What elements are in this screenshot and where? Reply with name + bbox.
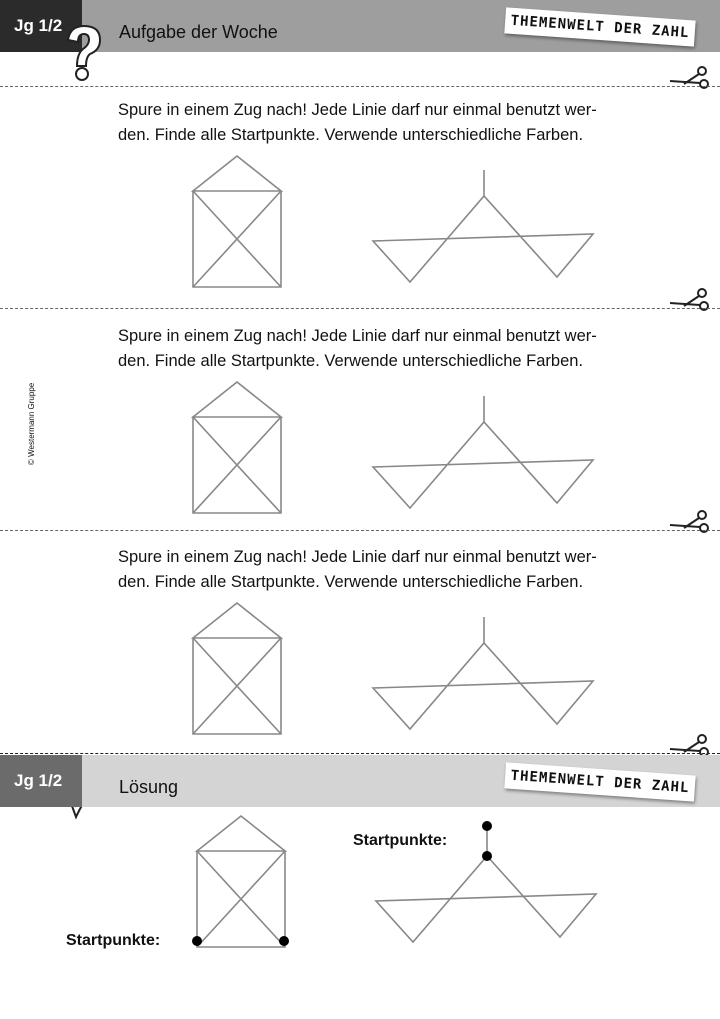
instruction-line: den. Finde alle Startpunkte. Verwende un…: [118, 126, 584, 144]
header-band: Jg 1/2 Aufgabe der Woche THEMENWELT DER …: [0, 0, 720, 52]
instruction-line: den. Finde alle Startpunkte. Verwende un…: [118, 352, 584, 370]
task-instruction: Spure in einem Zug nach! Jede Linie darf…: [118, 324, 658, 374]
startpoints-label: Startpunkte:: [66, 932, 161, 949]
grade-badge: Jg 1/2: [0, 0, 82, 52]
start-point-dot: [279, 936, 289, 946]
solution-title: Lösung: [119, 777, 179, 797]
scissors-icon: [669, 66, 709, 89]
page-title: Aufgabe der Woche: [119, 22, 278, 42]
house-figure: [190, 154, 284, 288]
start-point-dot: [482, 821, 492, 831]
cut-line: [0, 753, 720, 754]
house-figure: [190, 380, 284, 514]
instruction-line: Spure in einem Zug nach! Jede Linie darf…: [118, 548, 597, 566]
question-mark-icon: [66, 24, 102, 81]
triangle-figure: [371, 396, 595, 510]
task-instruction: Spure in einem Zug nach! Jede Linie darf…: [118, 545, 658, 595]
triangle-figure: [371, 170, 595, 284]
cut-line: [0, 308, 720, 309]
scissors-icon: [669, 510, 709, 533]
scissors-icon: [669, 734, 709, 757]
house-figure: [194, 814, 288, 948]
scissors-icon: [669, 288, 709, 311]
instruction-line: Spure in einem Zug nach! Jede Linie darf…: [118, 101, 597, 119]
cut-line: [0, 530, 720, 531]
start-point-dot: [192, 936, 202, 946]
house-figure: [190, 601, 284, 735]
start-point-dot: [482, 851, 492, 861]
task-instruction: Spure in einem Zug nach! Jede Linie darf…: [118, 98, 658, 148]
instruction-line: Spure in einem Zug nach! Jede Linie darf…: [118, 327, 597, 345]
instruction-line: den. Finde alle Startpunkte. Verwende un…: [118, 573, 584, 591]
cut-line: [0, 86, 720, 87]
copyright: © Westermann Gruppe: [27, 382, 36, 465]
grade-badge: Jg 1/2: [0, 755, 82, 807]
triangle-figure: [371, 617, 595, 731]
brand-label: THEMENWELT DER ZAHL: [504, 762, 696, 802]
startpoints-label: Startpunkte:: [353, 832, 448, 849]
solution-band: Jg 1/2 Lösung THEMENWELT DER ZAHL: [0, 755, 720, 807]
